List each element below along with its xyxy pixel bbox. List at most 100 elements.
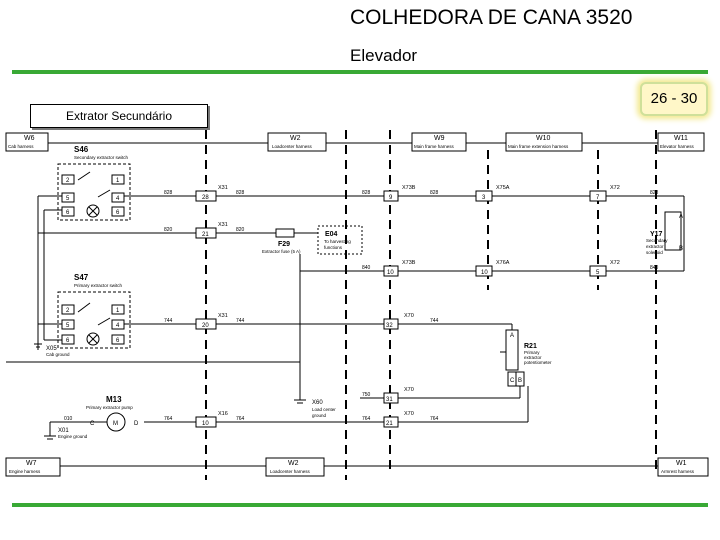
wire-label: 744 — [164, 318, 173, 324]
top-divider-bar — [12, 70, 708, 74]
x73b-label-1: X73B — [402, 185, 416, 191]
w10-id: W10 — [536, 135, 551, 142]
w2-top-id: W2 — [290, 135, 301, 142]
s47-pin: 6 — [66, 338, 70, 344]
s47-pin: 6 — [116, 338, 120, 344]
wire-label: 828 — [430, 190, 439, 196]
pin-x31-20: 20 — [202, 323, 209, 329]
y17-id: Y17 — [650, 231, 663, 238]
w11-name: Elevator harness — [660, 144, 695, 149]
pin-x70-31: 31 — [386, 397, 393, 403]
s47-pin: 2 — [66, 308, 70, 314]
s46-pin: 5 — [66, 196, 70, 202]
w2-top-name: Loadcenter harness — [272, 144, 313, 149]
e04-function-block — [317, 225, 363, 255]
r21-pin-c: C — [510, 378, 515, 384]
e04-line1: To harvesting — [324, 239, 351, 244]
wire-label: 750 — [362, 392, 371, 398]
wire-label: 764 — [362, 416, 371, 422]
s47-id: S47 — [74, 273, 89, 282]
r21-line2: extractor — [524, 355, 542, 360]
x60-line2: ground — [312, 413, 327, 418]
bottom-divider-bar — [12, 503, 708, 507]
y17-line1: Secondary — [646, 238, 668, 243]
s46-pin: 6 — [66, 210, 70, 216]
w6-name: Cab harness — [8, 144, 34, 149]
w2-bottom-name: Loadcenter harness — [270, 469, 311, 474]
x70-label-2: X70 — [404, 387, 414, 393]
r21-pin-b: B — [518, 378, 522, 384]
wire-label: 744 — [236, 318, 245, 324]
wire-label: 840 — [362, 265, 371, 271]
pin-x70-32: 32 — [386, 323, 393, 329]
pin-x76a-10: 10 — [481, 270, 488, 276]
w7-id: W7 — [26, 460, 37, 467]
s46-pin: 6 — [116, 210, 120, 216]
wire-label: 744 — [430, 318, 439, 324]
section-label-box: Extrator Secundário — [30, 104, 208, 128]
s47-switch-body — [57, 291, 131, 349]
w1-id: W1 — [676, 460, 687, 467]
wire-label: 764 — [430, 416, 439, 422]
pin-x31-28: 28 — [202, 195, 209, 201]
wire-label: 820 — [164, 227, 173, 233]
pin-x70-21: 21 — [386, 421, 393, 427]
y17-line3: solenoid — [646, 250, 663, 255]
pin-x73b-10: 10 — [387, 270, 394, 276]
w2-bottom-id: W2 — [288, 460, 299, 467]
x72-label-2: X72 — [610, 260, 620, 266]
x76a-label: X76A — [496, 260, 510, 266]
x31-label-3: X31 — [218, 313, 228, 319]
e04-id: E04 — [325, 231, 338, 238]
r21-id: R21 — [524, 343, 537, 350]
r21-pin-a: A — [510, 333, 514, 339]
x60-id: X60 — [312, 400, 323, 406]
m13-pin-c: C — [90, 421, 95, 427]
w10-name: Main frame extension harness — [508, 144, 569, 149]
x05-id: X05 — [46, 346, 57, 352]
w6-id: W6 — [24, 135, 35, 142]
wire-label: 828 — [164, 190, 173, 196]
f29-id: F29 — [278, 241, 290, 248]
x73b-label-2: X73B — [402, 260, 416, 266]
s46-pin: 4 — [116, 196, 120, 202]
pin-x16-10: 10 — [202, 421, 209, 427]
x05-name: Cab ground — [46, 352, 70, 357]
page-number-badge: 26 - 30 — [640, 82, 708, 116]
f29-fuse-body — [275, 228, 295, 238]
pin-x72-7: 7 — [596, 195, 600, 201]
x75a-label: X75A — [496, 185, 510, 191]
wire-label: 010 — [64, 416, 73, 422]
x60-line1: Load center — [312, 407, 336, 412]
s46-id: S46 — [74, 145, 89, 154]
document-title: COLHEDORA DE CANA 3520 — [350, 6, 633, 29]
w7-name: Engine harness — [9, 469, 41, 474]
w1-name: Armrest harness — [661, 469, 695, 474]
s46-pin: 1 — [116, 178, 120, 184]
wire-label: 764 — [236, 416, 245, 422]
m13-pin-m: M — [113, 421, 118, 427]
x16-label: X16 — [218, 411, 228, 417]
wire-label: 840 — [650, 265, 659, 271]
pin-x31-21: 21 — [202, 232, 209, 238]
s47-name: Primary extractor switch — [74, 283, 123, 288]
x72-label-1: X72 — [610, 185, 620, 191]
w9-name: Main frame harness — [414, 144, 455, 149]
y17-line2: extractor — [646, 244, 664, 249]
m13-id: M13 — [106, 395, 122, 404]
f29-name: Extractor fuse (5 A) — [262, 249, 301, 254]
x01-id: X01 — [58, 428, 69, 434]
w11-id: W11 — [674, 135, 688, 142]
x70-label-3: X70 — [404, 411, 414, 417]
x31-label-1: X31 — [218, 185, 228, 191]
r21-line3: potentiometer — [524, 360, 552, 365]
r21-potentiometer-body — [505, 329, 519, 371]
s46-pin: 2 — [66, 178, 70, 184]
s46-name: Secondary extractor switch — [74, 155, 129, 160]
pin-x75a-3: 3 — [482, 195, 486, 201]
y17-pin-b: B — [679, 246, 683, 252]
w9-id: W9 — [434, 135, 445, 142]
e04-line2: functions — [324, 245, 343, 250]
m13-name: Primary extractor pump — [86, 405, 133, 410]
